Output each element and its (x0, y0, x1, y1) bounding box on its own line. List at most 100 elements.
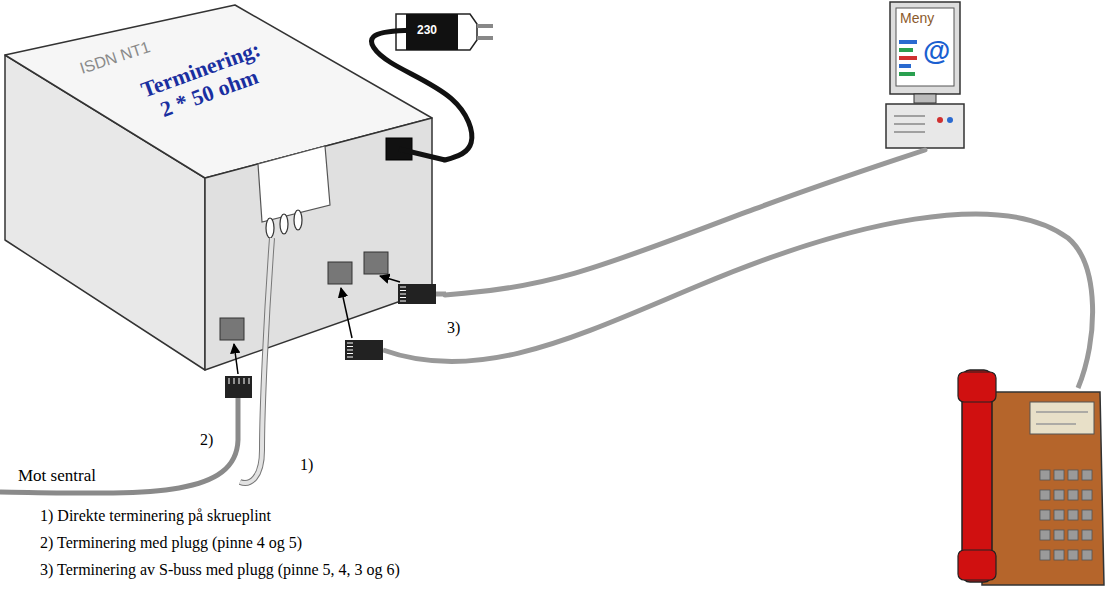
socket (220, 252, 388, 340)
telephone (1068, 530, 1078, 540)
email-icon: @ (923, 36, 950, 67)
plug-contacts (234, 378, 235, 384)
plug-contacts (244, 378, 245, 384)
phone-cable (383, 214, 1093, 388)
mains-plug-label: 230 (413, 21, 441, 39)
telephone (1068, 510, 1078, 520)
plug-contacts (249, 378, 250, 384)
rj-plug (398, 284, 436, 304)
cover-flap (258, 146, 330, 222)
telephone (1082, 470, 1092, 480)
terminal-cable (240, 238, 272, 483)
line-cable (0, 398, 238, 493)
telephone (958, 372, 996, 402)
socket (364, 252, 388, 274)
screw-terminal-hole (266, 210, 302, 238)
telephone (958, 370, 1104, 585)
insert-arrow (234, 344, 238, 374)
telephone (958, 550, 996, 580)
telephone (1054, 550, 1064, 560)
mains-plug (406, 14, 458, 50)
note-line: 1) Direkte terminering på skrueplint (40, 506, 271, 525)
plug-contacts (347, 343, 353, 344)
plug-contacts (347, 353, 353, 354)
plug-contacts (347, 350, 353, 351)
telephone (1054, 510, 1064, 520)
voltage-label: 230 (417, 23, 437, 37)
plug-contacts (400, 301, 406, 302)
telephone (1082, 530, 1092, 540)
rj-plug (345, 340, 383, 360)
telephone (1068, 550, 1078, 560)
callout-number: 3) (447, 318, 460, 337)
telephone (982, 392, 1104, 585)
telephone (1068, 490, 1078, 500)
socket (328, 262, 352, 284)
device-name: ISDN NT1 (69, 35, 161, 81)
telephone (1040, 510, 1050, 520)
screw-terminal-hole (280, 214, 288, 234)
callout-number: 1) (300, 455, 313, 474)
phone-cable (383, 214, 1093, 388)
cover-flap (258, 146, 330, 222)
insert-arrow (380, 276, 400, 282)
plug-contacts (347, 357, 353, 358)
computer (947, 117, 953, 123)
telephone (1068, 470, 1078, 480)
telephone (1040, 470, 1050, 480)
computer (894, 116, 925, 132)
nt1-housing (5, 5, 432, 370)
telephone (1054, 470, 1064, 480)
rj-plug (225, 284, 446, 398)
socket (220, 318, 244, 340)
mains-plug (477, 26, 493, 38)
screw-terminal-hole (266, 218, 274, 238)
plug-contacts (229, 378, 230, 384)
nt1-box: ISDN NT1Terminering: 2 * 50 ohm (5, 5, 445, 375)
telephone (1040, 490, 1050, 500)
s-bus-cable (445, 150, 925, 295)
power-socket (399, 149, 445, 160)
computer (896, 8, 954, 86)
line-cable (0, 398, 238, 493)
note-line: 2) Terminering med plugg (pinne 4 og 5) (40, 533, 302, 552)
terminal-cable (240, 238, 272, 483)
callout-number: 2) (200, 430, 213, 449)
terminal-cable (240, 238, 272, 483)
computer (899, 56, 917, 60)
computer (899, 40, 917, 44)
telephone (1040, 550, 1050, 560)
computer (886, 104, 964, 148)
nt1-housing (205, 118, 432, 370)
computer-box: Meny @ (885, 2, 965, 150)
telephone (1036, 412, 1088, 424)
power-cord (372, 30, 472, 160)
computer (899, 72, 915, 76)
screen-text: Meny (900, 10, 934, 27)
computer (937, 117, 943, 123)
cable-direction: Mot sentral (18, 466, 96, 486)
note-line: 3) Terminering av S-buss med plugg (pinn… (40, 560, 400, 579)
telephone (1054, 530, 1064, 540)
computer (914, 94, 936, 103)
telephone (1054, 490, 1064, 500)
insert-arrow (234, 276, 400, 374)
telephone (1082, 510, 1092, 520)
plug-contacts (347, 346, 353, 347)
telephone (1082, 490, 1092, 500)
plug-contacts (239, 378, 240, 384)
plug-contacts (400, 297, 406, 298)
computer (899, 64, 911, 68)
telephone (1030, 402, 1094, 434)
computer (890, 2, 960, 94)
telephone (1082, 550, 1092, 560)
plug-contacts (400, 294, 406, 295)
insert-arrow (341, 288, 352, 338)
rj-plug (225, 376, 252, 398)
power-socket (386, 138, 445, 160)
plug-contacts (229, 287, 406, 384)
computer (899, 48, 913, 52)
computer (886, 2, 964, 148)
